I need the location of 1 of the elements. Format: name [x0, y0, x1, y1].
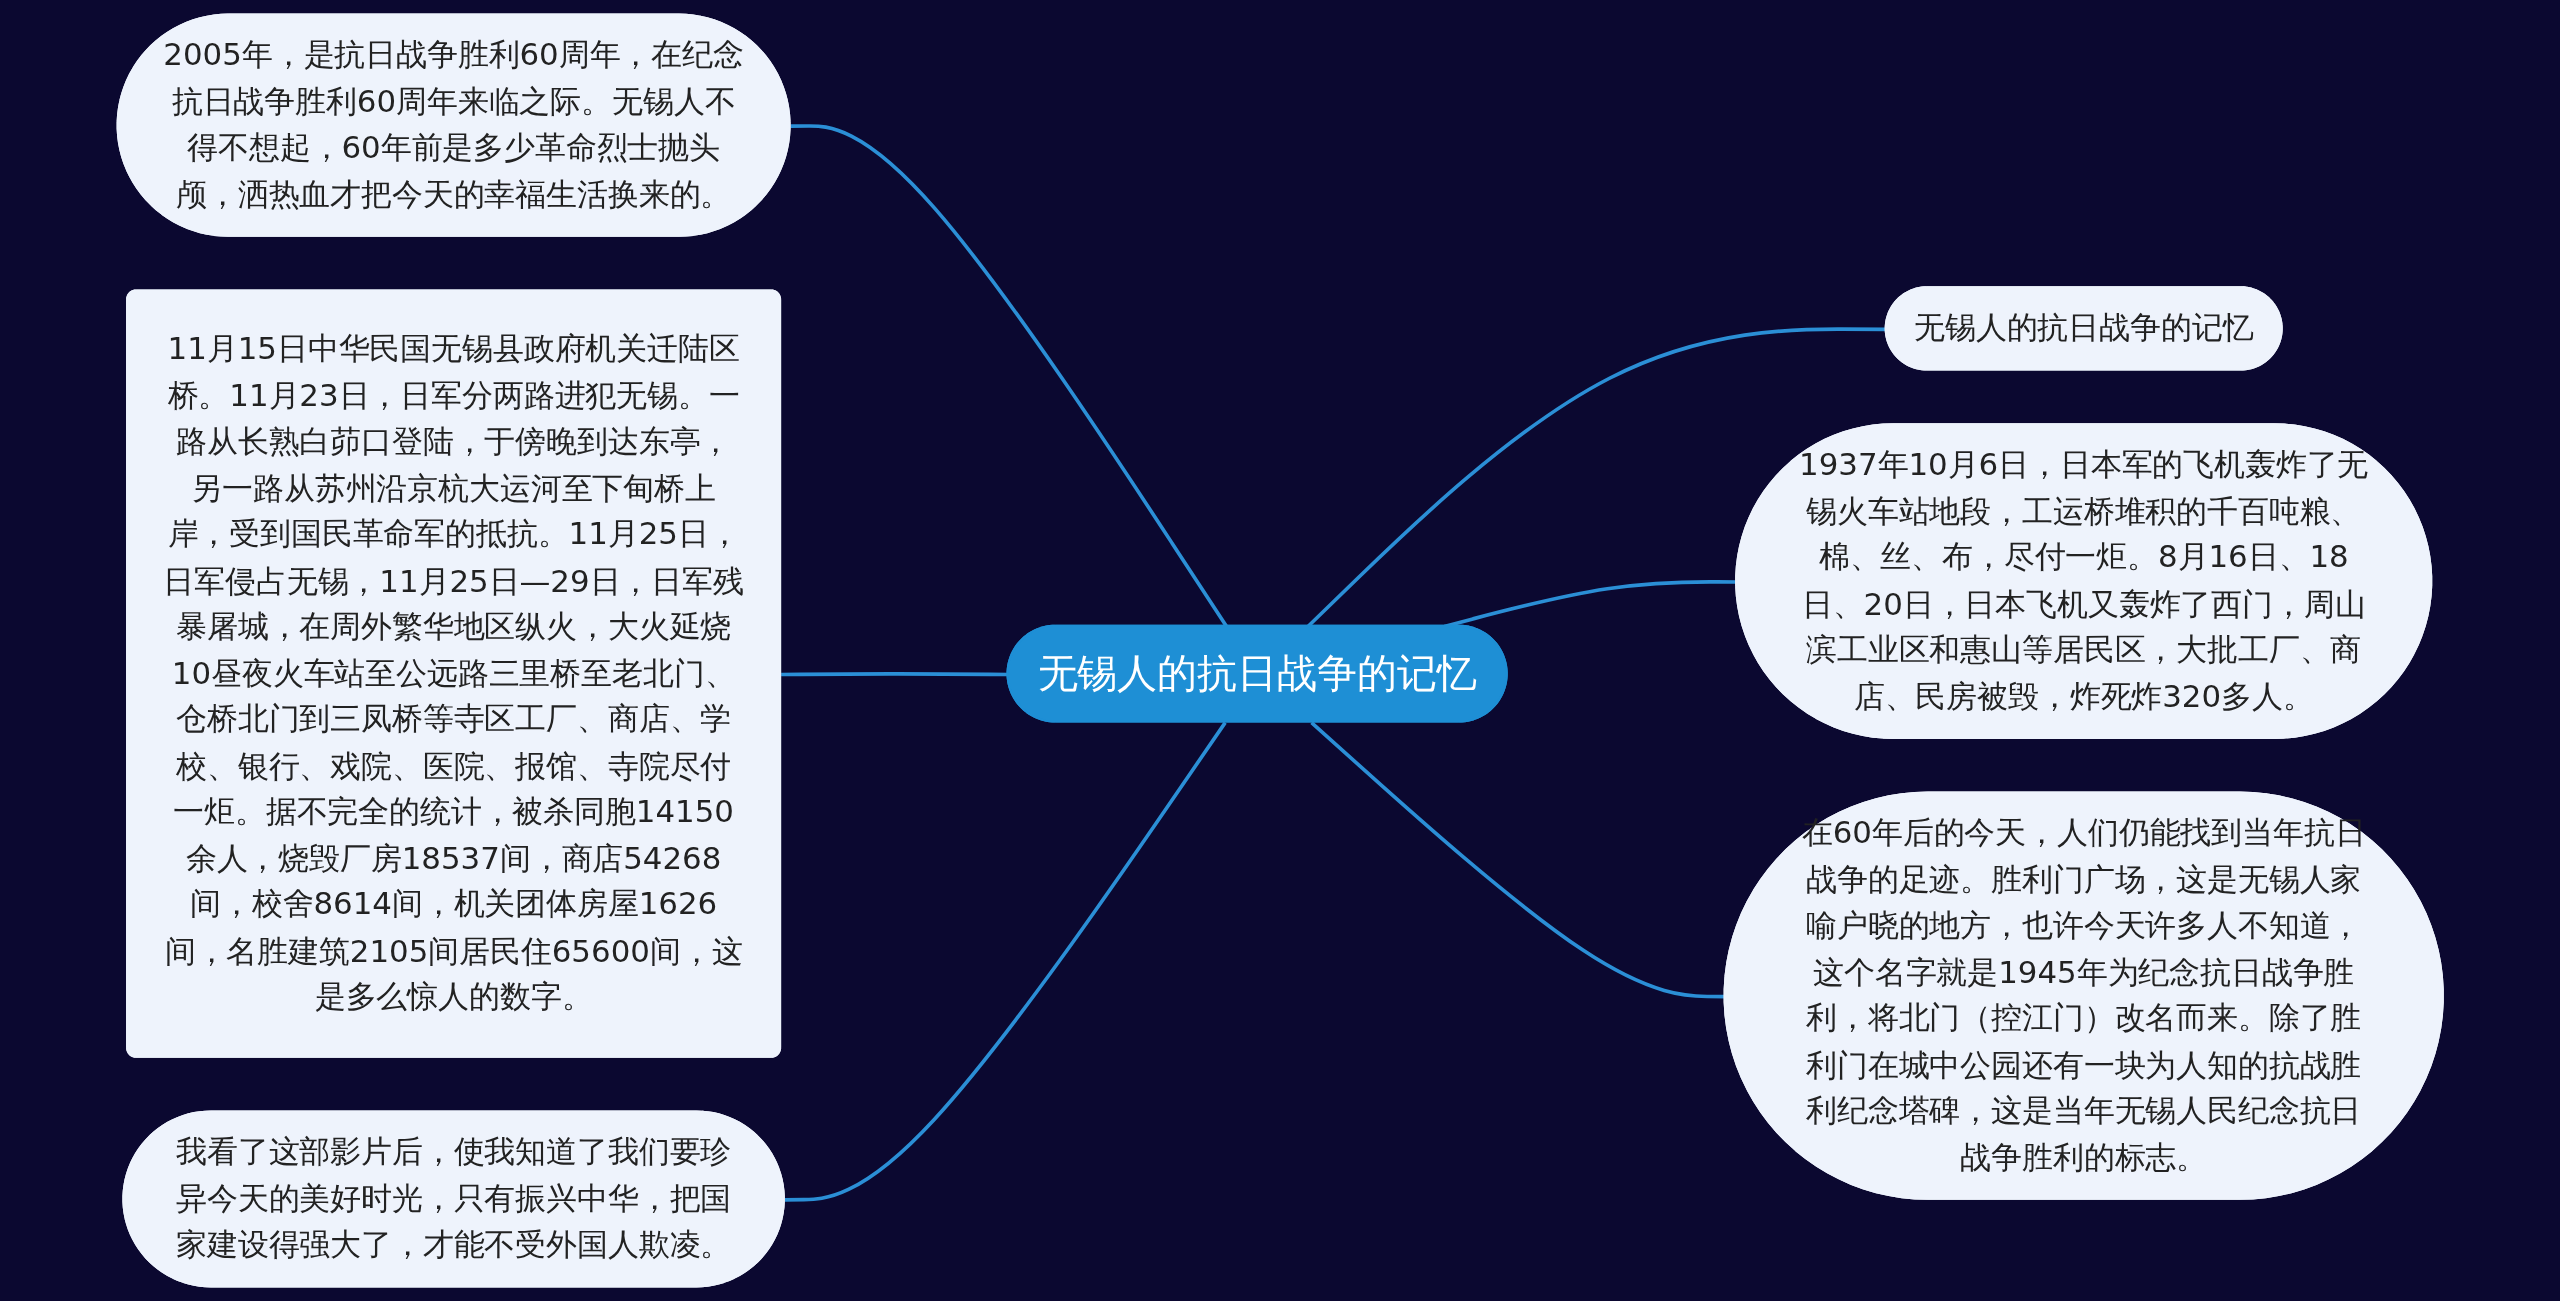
connector — [784, 721, 1227, 1202]
